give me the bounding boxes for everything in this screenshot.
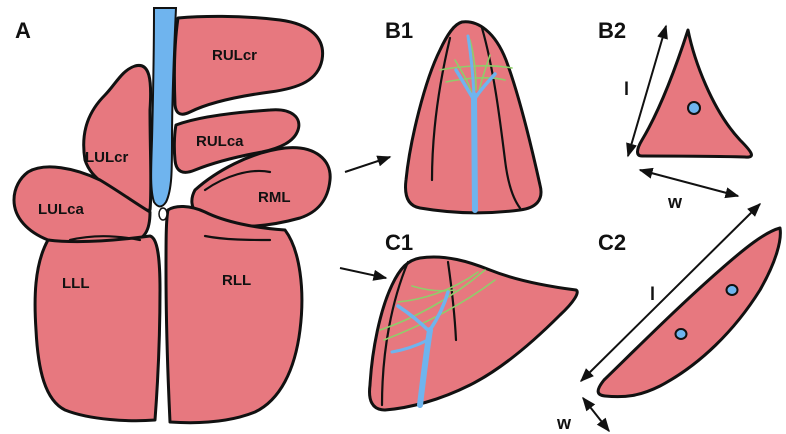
- c2-width-arrow: [583, 398, 609, 431]
- panel-c1-lobe: [370, 257, 578, 410]
- c2-length-label: l: [650, 284, 655, 304]
- b2-width-arrow: [640, 170, 738, 196]
- lobe-label-rll: RLL: [222, 272, 251, 289]
- c2-width-label: w: [556, 413, 572, 433]
- lobe-label-rul-cr: RULcr: [212, 47, 257, 64]
- arrow-a-to-c1: [340, 268, 386, 278]
- panel-b2-cross-section: [638, 30, 752, 157]
- lobe-lll: [35, 236, 160, 421]
- panel-label-b2: B2: [598, 18, 626, 43]
- panel-label-a: A: [15, 18, 31, 43]
- panel-b1-lobe: [406, 22, 542, 213]
- lobe-label-rul-ca: RULca: [196, 133, 244, 150]
- panel-label-c2: C2: [598, 230, 626, 255]
- b2-length-label: l: [624, 79, 629, 99]
- arrow-a-to-b1: [345, 157, 390, 172]
- lobe-label-lul-ca: LULca: [38, 201, 85, 218]
- panel-label-c1: C1: [385, 230, 413, 255]
- lobe-label-rml: RML: [258, 189, 291, 206]
- lobe-label-lul-cr: LULcr: [85, 149, 129, 166]
- panel-label-b1: B1: [385, 18, 413, 43]
- b2-width-label: w: [667, 192, 683, 212]
- lobe-label-lll: LLL: [62, 275, 90, 292]
- lobe-rul-cr: [174, 16, 322, 114]
- airway: [151, 8, 176, 207]
